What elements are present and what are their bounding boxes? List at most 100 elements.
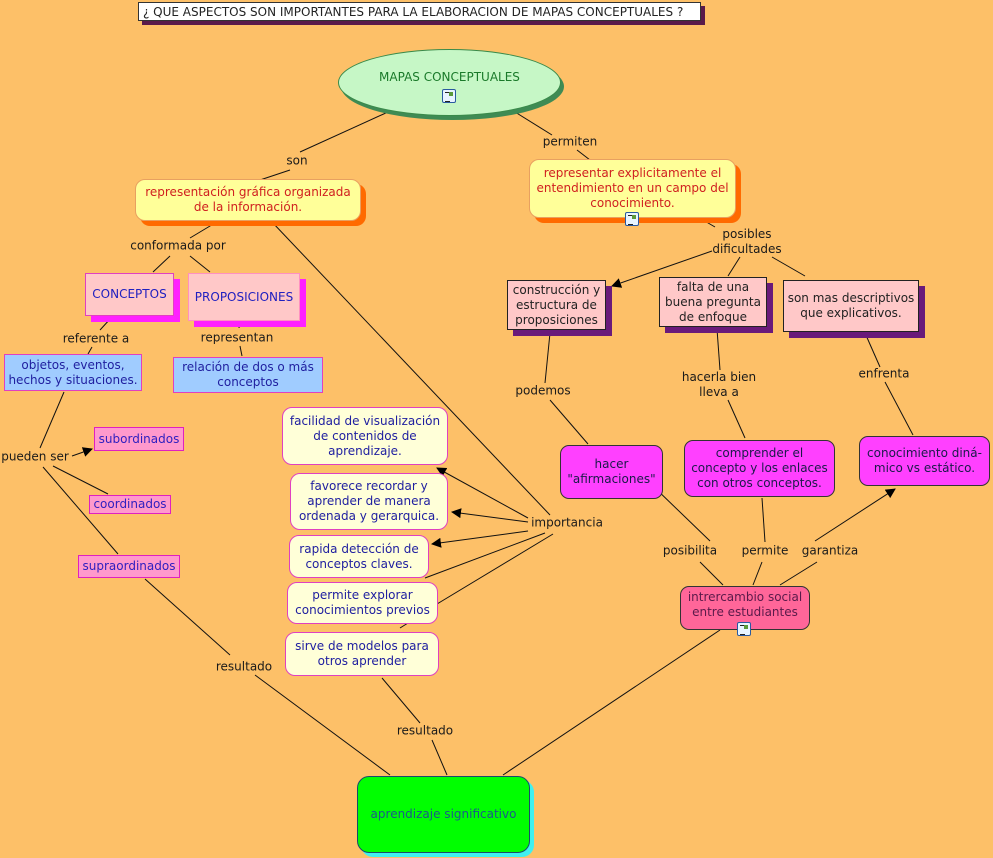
link-label-garantiza: garantiza xyxy=(801,543,859,558)
concept-label: sirve de modelos para otros aprender xyxy=(295,639,429,668)
link-label-podemos: podemos xyxy=(515,383,571,398)
concept-label: subordinados xyxy=(98,431,180,446)
line xyxy=(884,381,914,436)
link-label-conformada-por: conformada por xyxy=(130,238,226,253)
line xyxy=(451,508,529,523)
concept-label: MAPAS CONCEPTUALES xyxy=(379,70,520,84)
line xyxy=(436,467,529,519)
concept-label: CONCEPTOS xyxy=(92,287,167,301)
line xyxy=(381,677,421,724)
concept-representacion-grafica[interactable]: representación gráfica organizada de la … xyxy=(135,179,361,221)
concept-label: representación gráfica organizada de la … xyxy=(145,185,351,214)
line xyxy=(424,532,546,579)
concept-label: permite explorar conocimientos previos xyxy=(295,588,430,617)
concept-subordinados[interactable]: subordinados xyxy=(94,427,184,451)
concept-conceptos[interactable]: CONCEPTOS xyxy=(85,273,174,316)
line xyxy=(239,345,243,357)
concept-label: aprendizaje significativo xyxy=(370,807,517,821)
concept-label: favorece recordar y aprender de manera o… xyxy=(298,479,440,523)
concept-label: coordinados xyxy=(93,497,167,511)
concept-label: relación de dos o más conceptos xyxy=(182,360,314,389)
line xyxy=(431,739,448,776)
line xyxy=(52,465,109,495)
line xyxy=(431,530,529,548)
link-label-permite: permite xyxy=(741,543,789,558)
link-label-hacerla-bien: hacerla bien lleva a xyxy=(681,370,757,399)
line xyxy=(576,149,591,161)
line xyxy=(814,488,896,542)
line xyxy=(544,332,551,384)
link-label-resultado: resultado xyxy=(215,659,273,674)
link-label-representan: representan xyxy=(200,330,274,345)
concept-label: construcción y estructura de proposicion… xyxy=(512,282,601,327)
line xyxy=(761,497,766,543)
concept-label: falta de una buena pregunta de enfoque xyxy=(665,279,761,324)
concept-relacion[interactable]: relación de dos o más conceptos xyxy=(173,357,323,393)
line xyxy=(702,219,716,228)
concept-falta-pregunta[interactable]: falta de una buena pregunta de enfoque xyxy=(659,277,767,327)
line xyxy=(238,319,241,329)
concept-label: rapida detección de conceptos claves. xyxy=(299,541,419,571)
link-label-permiten: permiten xyxy=(542,134,598,149)
concept-label: facilidad de visualización de contenidos… xyxy=(289,413,441,458)
line xyxy=(39,391,65,449)
concept-label: hacer "afirmaciones" xyxy=(567,457,656,486)
line xyxy=(271,221,551,516)
concept-label: PROPOSICIONES xyxy=(194,289,294,304)
concept-mapas-conceptuales[interactable]: MAPAS CONCEPTUALES xyxy=(338,49,561,116)
link-label-son: son xyxy=(286,153,308,168)
line xyxy=(299,111,389,153)
concept-conocimiento-dinamico[interactable]: conocimiento diná- mico vs estático. xyxy=(859,436,990,486)
line xyxy=(727,399,746,439)
line xyxy=(864,332,881,368)
concept-rapida-deteccion[interactable]: rapida detección de conceptos claves. xyxy=(289,535,429,578)
link-label-referente-a: referente a xyxy=(62,331,130,346)
link-label-posibles-dificultades: posibles dificultades xyxy=(712,227,782,256)
concept-mas-descriptivos[interactable]: son mas descriptivos que explicativos. xyxy=(783,280,919,332)
line xyxy=(549,399,589,445)
link-label-importancia: importancia xyxy=(531,515,603,530)
concept-sirve-modelos[interactable]: sirve de modelos para otros aprender xyxy=(285,632,439,676)
line xyxy=(71,447,93,457)
line xyxy=(779,561,818,586)
line xyxy=(189,255,211,273)
concept-representar-explicitamente[interactable]: representar explicitamente el entendimie… xyxy=(529,159,736,218)
line xyxy=(716,328,721,371)
concept-supraordinados[interactable]: supraordinados xyxy=(78,555,180,578)
concept-label: comprender el concepto y los enlaces con… xyxy=(691,446,828,490)
concept-label: objetos, eventos, hechos y situaciones. xyxy=(8,357,138,387)
concept-proposiciones[interactable]: PROPOSICIONES xyxy=(188,273,300,321)
document-resource-icon[interactable] xyxy=(442,89,456,103)
line xyxy=(152,255,171,273)
concept-objetos-eventos[interactable]: objetos, eventos, hechos y situaciones. xyxy=(4,354,142,391)
page-title: ¿ QUE ASPECTOS SON IMPORTANTES PARA LA E… xyxy=(138,2,701,21)
line xyxy=(436,533,554,605)
line xyxy=(254,674,391,776)
concept-label: son mas descriptivos que explicativos. xyxy=(787,291,915,320)
line xyxy=(259,169,291,181)
line xyxy=(771,256,806,277)
line xyxy=(189,222,216,239)
line xyxy=(699,561,724,586)
concept-label: conocimiento diná- mico vs estático. xyxy=(867,446,982,475)
line xyxy=(144,578,231,656)
line xyxy=(752,561,763,586)
link-label-pueden-ser: pueden ser xyxy=(1,449,69,464)
concept-favorece-recordar[interactable]: favorece recordar y aprender de manera o… xyxy=(290,473,448,530)
link-label-posibilita: posibilita xyxy=(662,543,718,558)
concept-aprendizaje-significativo[interactable]: aprendizaje significativo xyxy=(357,776,530,853)
line xyxy=(87,346,93,355)
concept-label: supraordinados xyxy=(82,559,176,573)
concept-label: representar explicitamente el entendimie… xyxy=(536,166,729,210)
concept-comprender-concepto[interactable]: comprender el concepto y los enlaces con… xyxy=(684,440,835,497)
link-label-resultado: resultado xyxy=(396,723,454,738)
concept-construccion-estructura[interactable]: construcción y estructura de proposicion… xyxy=(507,280,606,330)
concept-coordinados[interactable]: coordinados xyxy=(89,495,171,514)
line xyxy=(514,111,553,136)
concept-facilidad-visualizacion[interactable]: facilidad de visualización de contenidos… xyxy=(282,407,448,465)
concept-hacer-afirmaciones[interactable]: hacer "afirmaciones" xyxy=(560,445,663,499)
document-resource-icon[interactable] xyxy=(625,212,639,226)
concept-permite-explorar[interactable]: permite explorar conocimientos previos xyxy=(287,582,438,624)
document-resource-icon[interactable] xyxy=(737,622,751,636)
